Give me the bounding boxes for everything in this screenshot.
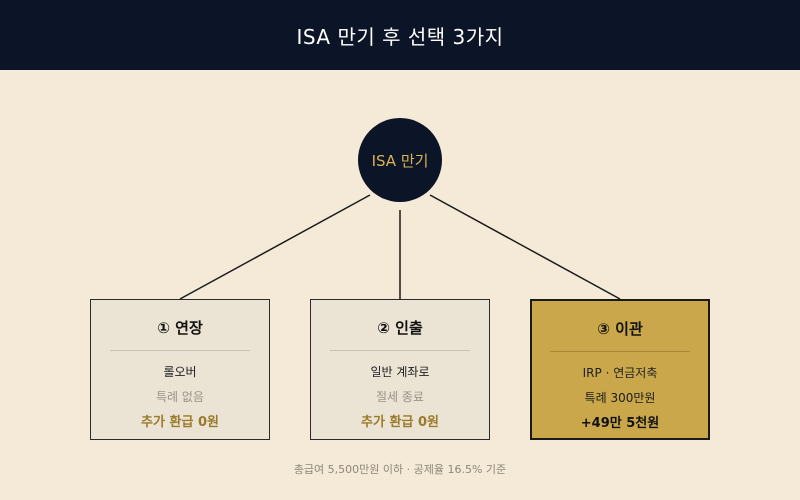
option-note: 절세 종료	[376, 390, 424, 404]
option-card-transfer: ③ 이관 IRP · 연금저축 특례 300만원 +49만 5천원	[530, 299, 710, 440]
option-method: 일반 계좌로	[370, 365, 430, 379]
option-note: 특례 없음	[156, 390, 204, 404]
option-refund: 추가 환급 0원	[141, 415, 219, 430]
option-title: ③ 이관	[597, 320, 643, 338]
option-note: 특례 300만원	[584, 391, 656, 405]
divider	[330, 350, 470, 351]
divider	[110, 350, 250, 351]
option-title: ① 연장	[157, 319, 203, 337]
option-method: 롤오버	[163, 365, 197, 379]
divider	[550, 351, 690, 352]
connector-line-extend	[179, 194, 371, 300]
option-card-extend: ① 연장 롤오버 특례 없음 추가 환급 0원	[90, 299, 270, 440]
root-node: ISA 만기	[358, 118, 442, 202]
option-refund: +49만 5천원	[580, 416, 660, 431]
root-node-label: ISA 만기	[371, 151, 429, 170]
footnote: 총급여 5,500만원 이하 · 공제율 16.5% 기준	[293, 463, 507, 476]
page-title: ISA 만기 후 선택 3가지	[296, 24, 504, 49]
connector-line-transfer	[429, 194, 621, 300]
header-bar: ISA 만기 후 선택 3가지	[0, 0, 800, 70]
option-title: ② 인출	[377, 319, 423, 337]
option-refund: 추가 환급 0원	[361, 415, 439, 430]
option-card-withdraw: ② 인출 일반 계좌로 절세 종료 추가 환급 0원	[310, 299, 490, 440]
option-method: IRP · 연금저축	[582, 366, 658, 380]
